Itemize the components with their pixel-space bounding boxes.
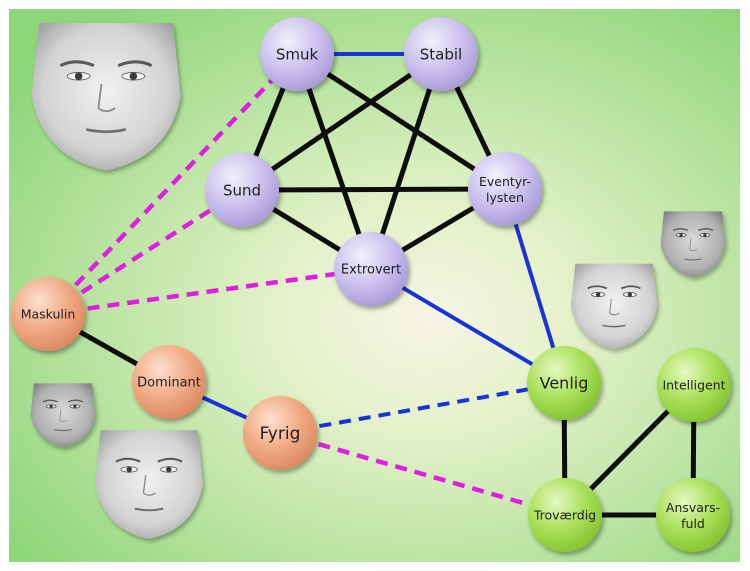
- edge-sund-eventyrlysten: [241, 186, 506, 193]
- node-label: Intelligent: [662, 378, 725, 393]
- node-sund: Sund: [205, 153, 279, 227]
- face-mid-right: [570, 263, 658, 350]
- edge-maskulin-smuk: [46, 52, 299, 316]
- node-circle: [527, 346, 601, 420]
- edge-maskulin-extrovert: [47, 266, 372, 317]
- node-dominant: Dominant: [132, 345, 206, 419]
- node-label: Extrovert: [341, 263, 401, 278]
- node-circle: [656, 478, 730, 552]
- edge-smuk-extrovert: [294, 53, 374, 270]
- node-circle: [468, 152, 542, 226]
- node-circle: [11, 277, 85, 351]
- edge-stabil-extrovert: [368, 53, 444, 270]
- node-label: Maskulin: [21, 307, 76, 322]
- node-label: Troværdig: [533, 508, 596, 523]
- node-eventyrlysten: Eventyr-lysten: [468, 152, 542, 226]
- edge-fyrig-trovaerdig: [279, 430, 566, 518]
- node-circle: [132, 345, 206, 419]
- node-trovaerdig: Troværdig: [528, 478, 602, 552]
- node-circle: [260, 17, 334, 91]
- edge-fyrig-venlig: [279, 381, 565, 435]
- node-label: Eventyr-lysten: [479, 174, 531, 205]
- node-label: Fyrig: [260, 424, 301, 444]
- node-label: Ansvars-fuld: [666, 500, 720, 531]
- node-circle: [334, 232, 408, 306]
- node-smuk: Smuk: [260, 17, 334, 91]
- node-circle: [404, 17, 478, 91]
- node-extrovert: Extrovert: [334, 232, 408, 306]
- face-bottom-left: [95, 430, 203, 539]
- face-small-left: [30, 383, 96, 448]
- face-small-right: [660, 211, 726, 278]
- node-circle: [657, 348, 731, 422]
- node-label: Stabil: [420, 46, 462, 64]
- node-fyrig: Fyrig: [243, 396, 317, 470]
- edge-maskulin-sund: [46, 188, 244, 316]
- faces-layer: [30, 23, 726, 539]
- node-maskulin: Maskulin: [11, 277, 85, 351]
- node-label: Sund: [223, 182, 261, 200]
- node-stabil: Stabil: [404, 17, 478, 91]
- node-circle: [205, 153, 279, 227]
- edge-extrovert-venlig: [369, 267, 566, 385]
- node-label: Venlig: [540, 374, 589, 393]
- node-label: Dominant: [137, 376, 201, 391]
- face-top-left: [31, 23, 181, 171]
- edge-smuk-eventyrlysten: [295, 51, 507, 192]
- node-label: Smuk: [276, 46, 319, 64]
- node-ansvarsfuld: Ansvars-fuld: [656, 478, 730, 552]
- node-venlig: Venlig: [527, 346, 601, 420]
- node-circle: [528, 478, 602, 552]
- edge-stabil-sund: [240, 51, 443, 193]
- node-intelligent: Intelligent: [657, 348, 731, 422]
- node-circle: [243, 396, 317, 470]
